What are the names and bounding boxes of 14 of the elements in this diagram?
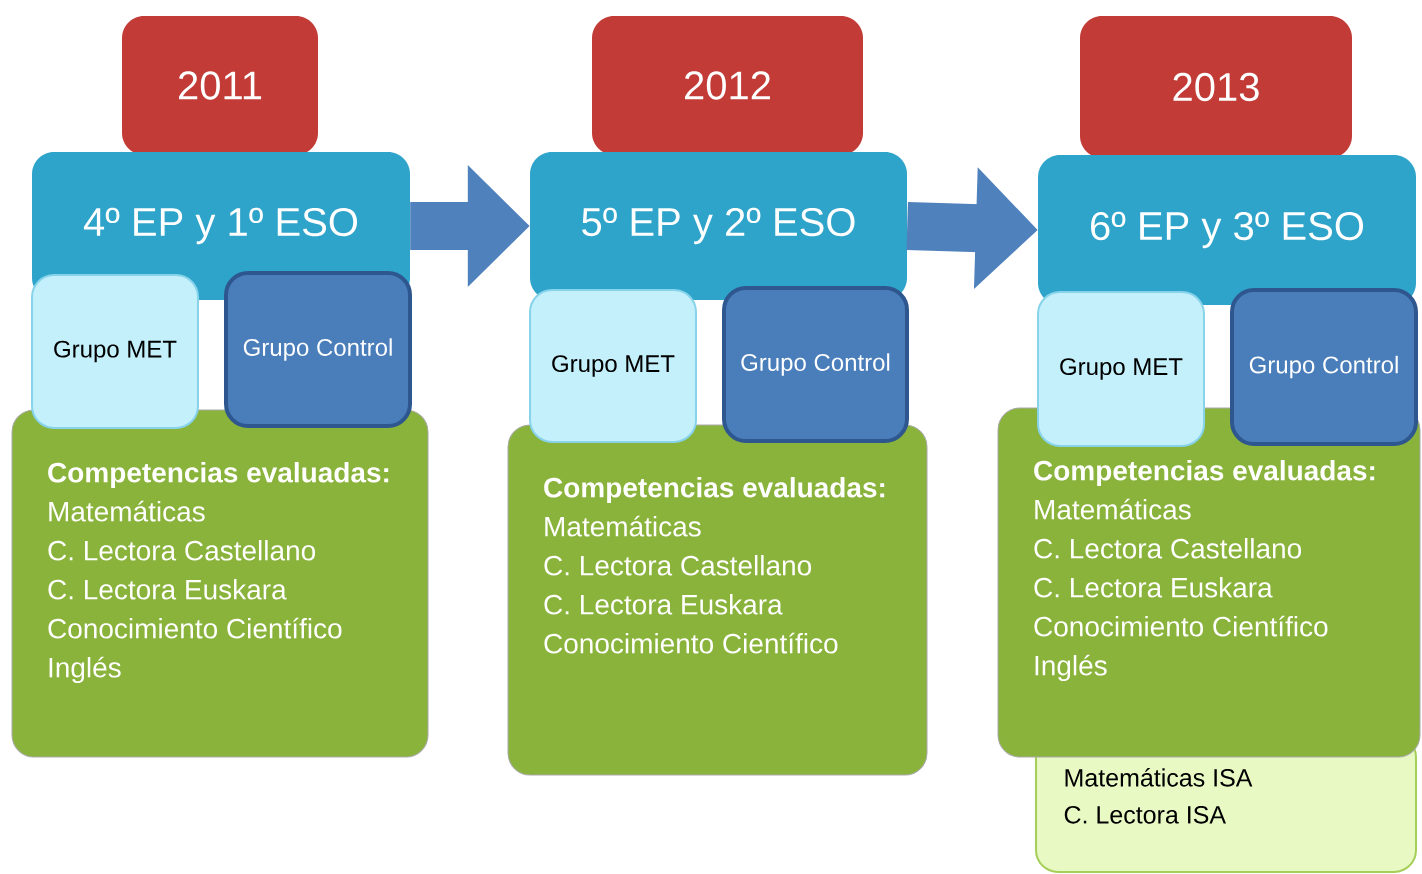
group-box: Grupo Control <box>1230 288 1418 446</box>
group-box: Grupo Control <box>722 286 909 443</box>
competencies-box: Competencias evaluadas: Matemáticas C. Lectora Castellano C. Lectora Euskara Conocimiento Científico <box>507 424 928 776</box>
group-box: Grupo MET <box>1037 291 1205 447</box>
competencies-box: Competencias evaluadas: Matemáticas C. Lectora Castellano C. Lectora Euskara Conocimiento Científico Inglés <box>11 409 429 758</box>
competencies-box: Competencias evaluadas: Matemáticas C. Lectora Castellano C. Lectora Euskara Conocimiento Científico Inglés <box>997 407 1421 758</box>
level-box: 5º EP y 2º ESO <box>530 152 907 300</box>
yearbox: 2011 <box>122 16 318 155</box>
group-box: Grupo MET <box>31 274 199 429</box>
yearbox: 2013 <box>1080 16 1352 158</box>
level-box: 6º EP y 3º ESO <box>1038 155 1416 305</box>
group-box: Grupo MET <box>529 289 697 443</box>
group-box: Grupo Control <box>224 271 412 428</box>
yearbox: 2012 <box>592 16 863 155</box>
